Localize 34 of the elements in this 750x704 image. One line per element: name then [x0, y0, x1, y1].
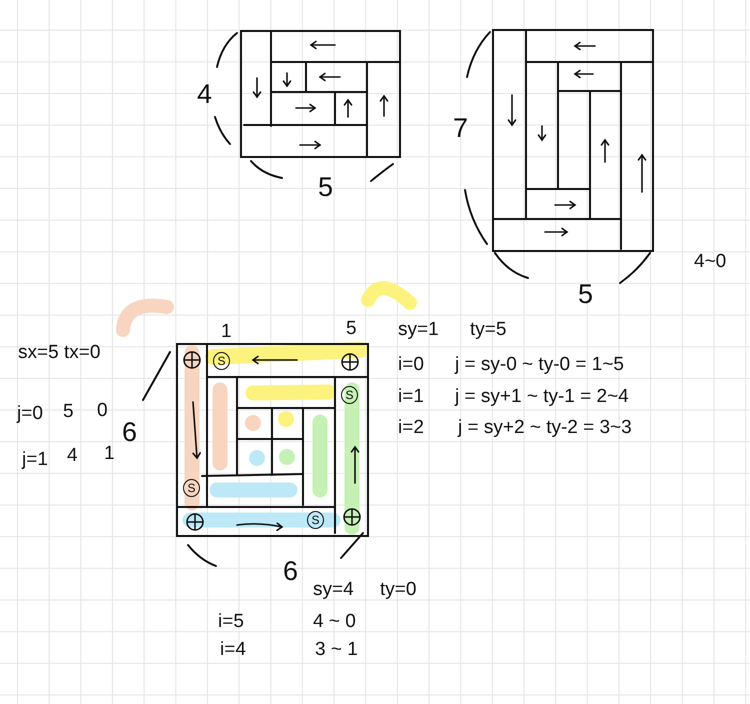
formula-text: j = sy+1 ~ ty-1 = 2~4: [455, 386, 629, 408]
circled-label: S: [183, 478, 200, 496]
value-text: 5: [63, 401, 74, 423]
dimension-label: 7: [453, 113, 468, 143]
circled-label: S: [341, 386, 358, 404]
formula-text: i=1: [398, 386, 424, 408]
formula-text: j = sy+2 ~ ty-2 = 3~3: [458, 417, 632, 439]
value-text: 0: [97, 400, 108, 422]
formula-text: sx=5 tx=0: [18, 342, 100, 364]
formula-text: j = sy-0 ~ ty-0 = 1~5: [455, 354, 624, 376]
index-label: 5: [346, 318, 357, 340]
dimension-label: 6: [122, 417, 138, 447]
formula-text: ty=5: [470, 319, 506, 341]
value-text: 1: [104, 443, 115, 465]
note-text: 4~0: [694, 251, 726, 273]
index-label: 1: [221, 321, 232, 343]
formula-text: j=1: [22, 449, 48, 471]
formula-text: i=5: [218, 611, 244, 633]
formula-text: i=2: [398, 417, 424, 439]
value-text: 4: [67, 445, 78, 467]
formula-text: i=0: [398, 354, 424, 376]
dimension-label: 5: [318, 172, 334, 202]
formula-text: 4 ~ 0: [313, 611, 356, 633]
formula-text: ty=0: [380, 579, 416, 601]
formula-text: sy=1: [398, 319, 439, 341]
dimension-label: 6: [283, 556, 298, 586]
formula-text: sy=4: [313, 579, 354, 601]
formula-text: i=4: [220, 639, 246, 661]
circled-label: S: [213, 352, 230, 370]
formula-text: 3 ~ 1: [315, 639, 358, 661]
dimension-label: 5: [578, 279, 594, 309]
formula-text: j=0: [17, 403, 43, 425]
dimension-label: 4: [197, 79, 212, 109]
circled-label: S: [307, 510, 324, 528]
